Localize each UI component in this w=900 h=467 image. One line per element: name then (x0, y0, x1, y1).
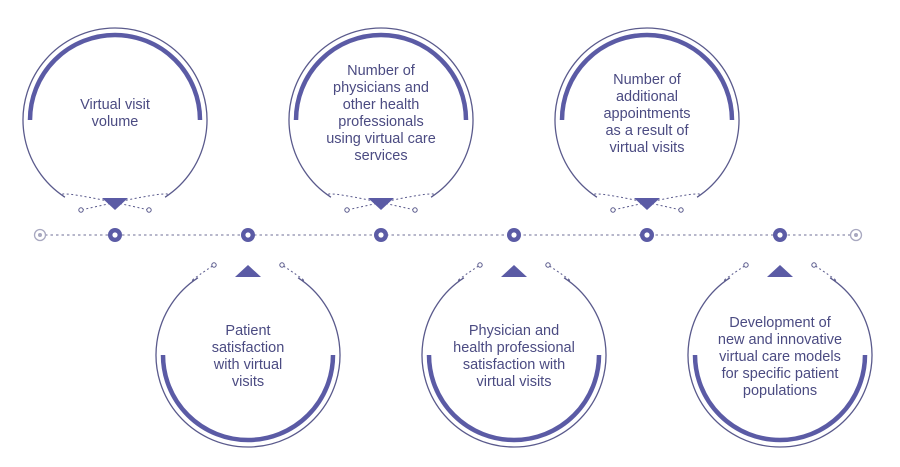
milestone-pointer (501, 265, 527, 277)
connector-dot (78, 207, 84, 213)
milestone-pointer (634, 198, 660, 210)
milestone-6 (687, 228, 873, 448)
milestone-outer-ring (288, 27, 474, 198)
milestone-outer-ring (421, 277, 607, 448)
milestone-4 (421, 228, 607, 448)
label-line: Virtual visit (80, 97, 150, 113)
connector-dot (811, 262, 817, 268)
label-line: physicians and (333, 80, 429, 96)
label-line: volume (91, 114, 139, 130)
milestone-connector (547, 264, 572, 282)
timeline-start-node (33, 228, 47, 242)
label-line: virtual care models (719, 348, 841, 365)
connector-dot (412, 207, 418, 213)
milestone-pointer (368, 198, 394, 210)
timeline-node-center (245, 232, 251, 238)
label-line: Number of (347, 63, 415, 79)
connector-dot (211, 262, 217, 268)
label-line: satisfaction with (462, 357, 566, 373)
milestone-connector (281, 264, 306, 282)
milestone-connector (813, 264, 838, 282)
milestone-thick-arc (426, 354, 602, 443)
label-line: additional (615, 88, 679, 105)
milestone-3 (288, 27, 474, 242)
label-line: with virtual (213, 357, 283, 373)
connector-dot (344, 207, 350, 213)
connector-dot (146, 207, 152, 213)
milestone-outer-ring (687, 277, 873, 448)
milestone-thick-arc (559, 32, 735, 121)
timeline-node-center (378, 232, 384, 238)
label-line: using virtual care (326, 131, 436, 147)
milestone-2 (155, 228, 341, 448)
label-line: populations (742, 382, 818, 399)
label-line: Patient (225, 323, 271, 339)
label-line: health professional (453, 340, 575, 356)
milestone-connector (346, 193, 435, 211)
timeline-node-center (644, 232, 650, 238)
milestone-outer-ring (155, 277, 341, 448)
label-line: other health (342, 97, 420, 113)
milestone-outer-ring (22, 27, 208, 198)
milestone-outer-ring (554, 27, 740, 198)
milestone-pointer (235, 265, 261, 277)
milestone-connector (61, 193, 150, 211)
label-line: satisfaction (211, 340, 285, 356)
connector-dot (279, 262, 285, 268)
milestone-connector (456, 264, 481, 282)
milestone-1 (22, 27, 208, 242)
timeline-node-center (112, 232, 118, 238)
connector-dot (477, 262, 483, 268)
milestone-thick-arc (160, 354, 336, 443)
connector-dot (610, 207, 616, 213)
connector-dot (545, 262, 551, 268)
milestone-5 (554, 27, 740, 242)
label-line: professionals (338, 114, 424, 130)
label-line: virtual visits (609, 139, 685, 156)
timeline-node-center (511, 232, 517, 238)
connector-dot (678, 207, 684, 213)
milestone-thick-arc (293, 32, 469, 121)
label-line: visits (231, 374, 265, 390)
milestone-connector (593, 193, 682, 211)
label-line: Physician and (468, 323, 560, 339)
milestone-pointer (102, 198, 128, 210)
label-line: new and innovative (717, 331, 843, 348)
milestone-thick-arc (692, 354, 868, 443)
milestone-thick-arc (27, 32, 203, 121)
milestone-connector (190, 264, 215, 282)
milestone-connector (722, 264, 747, 282)
milestone-connector (327, 193, 416, 211)
label-line: as a result of (605, 122, 689, 139)
timeline-node-center (777, 232, 783, 238)
label-line: Number of (613, 71, 681, 88)
milestone-connector (612, 193, 701, 211)
milestone-connector (80, 193, 169, 211)
timeline-end-node (849, 228, 863, 242)
label-line: Development of (729, 314, 831, 331)
label-line: appointments (603, 105, 691, 122)
connector-dot (743, 262, 749, 268)
label-line: for specific patient (721, 365, 839, 382)
milestone-pointer (767, 265, 793, 277)
label-line: services (354, 148, 408, 164)
label-line: virtual visits (476, 374, 552, 390)
